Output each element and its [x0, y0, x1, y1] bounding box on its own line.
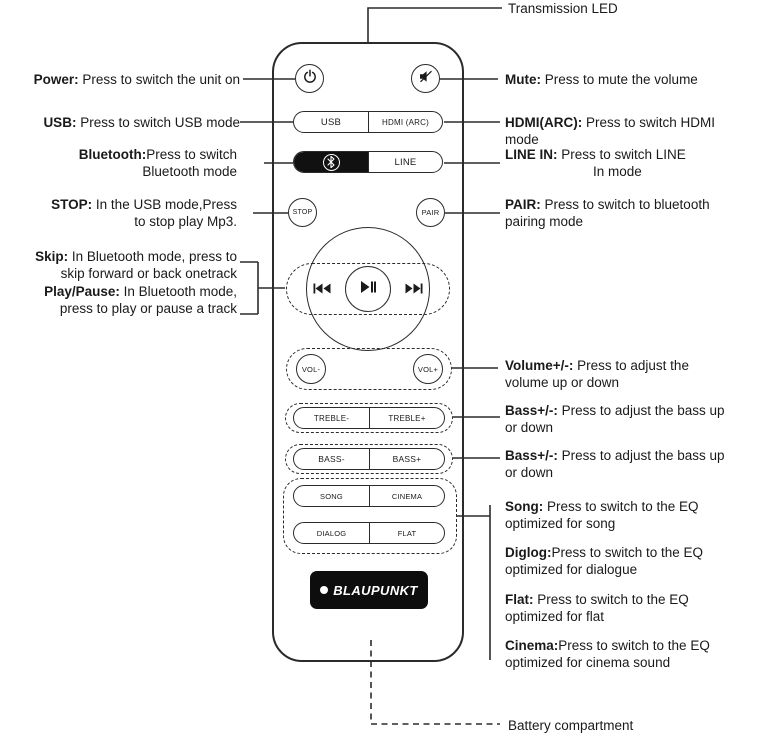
callout-usb: USB: Press to switch USB mode [43, 114, 240, 131]
callout-bass-1: Bass+/-: Press to adjust the bass up or … [505, 402, 725, 436]
volume-down-button[interactable]: VOL- [296, 354, 326, 384]
volume-up-button[interactable]: VOL+ [413, 354, 443, 384]
cinema-button[interactable]: CINEMA [369, 486, 444, 506]
callout-text: Press to switch Bluetooth mode [142, 147, 237, 179]
callout-text: In Bluetooth mode, press to skip forward… [60, 249, 237, 281]
callout-text: Press to switch to the EQ optimized for … [505, 638, 710, 670]
callout-text: Transmission LED [508, 1, 618, 16]
callout-hdmi-arc: HDMI(ARC): Press to switch HDMI mode [505, 114, 737, 148]
callout-text: Battery compartment [508, 718, 634, 733]
hdmi-arc-button[interactable]: HDMI (ARC) [368, 112, 442, 132]
callout-dialog: Diglog:Press to switch to the EQ optimiz… [505, 544, 730, 578]
skip-back-button[interactable] [312, 283, 332, 296]
callout-keyword: Bass+/-: [505, 448, 558, 463]
pair-button[interactable]: PAIR [416, 198, 445, 227]
callout-text: In Bluetooth mode, press to play or paus… [59, 284, 237, 316]
callout-text: Press to switch to the EQ optimized for … [505, 545, 704, 577]
callout-bass-2: Bass+/-: Press to adjust the bass up or … [505, 447, 725, 481]
callout-battery: Battery compartment [508, 717, 633, 734]
callout-text: Press to switch to the EQ optimized for … [505, 499, 699, 531]
remote-control: USB HDMI (ARC) LINE STOP PAIR [272, 42, 464, 662]
bluetooth-line-row: LINE [293, 151, 443, 173]
callout-bluetooth: Bluetooth:Press to switch Bluetooth mode [62, 146, 237, 180]
callout-text: Press to adjust the volume up or down [505, 358, 689, 390]
callout-text: Press to switch LINE [557, 147, 686, 162]
stop-button[interactable]: STOP [288, 198, 317, 227]
bass-row: BASS- BASS+ [293, 448, 445, 470]
usb-hdmi-row: USB HDMI (ARC) [293, 111, 443, 133]
callout-keyword: Skip: [35, 249, 69, 264]
callout-stop: STOP: In the USB mode,Press to stop play… [42, 196, 237, 230]
callout-song: Song: Press to switch to the EQ optimize… [505, 498, 730, 532]
treble-row: TREBLE- TREBLE+ [293, 407, 445, 429]
callout-text: Press to adjust the bass up or down [505, 448, 725, 480]
usb-button[interactable]: USB [320, 116, 342, 128]
callout-keyword: Power: [33, 72, 79, 87]
treble-down-button[interactable]: TREBLE- [313, 413, 350, 423]
mute-icon [418, 70, 433, 88]
callout-cinema: Cinema:Press to switch to the EQ optimiz… [505, 637, 733, 671]
callout-transmission-led: Transmission LED [508, 0, 618, 17]
callout-keyword: Play/Pause: [44, 284, 120, 299]
bass-down-button[interactable]: BASS- [318, 454, 345, 464]
nav-pad-ring [306, 227, 430, 351]
callout-keyword: Bluetooth: [78, 147, 147, 162]
callout-text: Press to switch HDMI mode [505, 115, 716, 147]
power-button[interactable] [295, 64, 324, 93]
bluetooth-button[interactable] [294, 152, 368, 172]
power-icon [303, 69, 317, 88]
callout-keyword: Song: [505, 499, 544, 514]
skip-back-icon [313, 281, 331, 299]
brand-dot-icon [320, 586, 329, 594]
play-pause-button[interactable] [345, 266, 391, 312]
dialog-button[interactable]: DIALOG [316, 528, 347, 538]
callout-keyword: Cinema: [505, 638, 559, 653]
callout-play-pause: Play/Pause: In Bluetooth mode, press to … [27, 283, 237, 317]
callout-mute: Mute: Press to mute the volume [505, 71, 698, 88]
dialog-flat-row: DIALOG FLAT [293, 522, 445, 544]
song-cinema-row: SONG CINEMA [293, 485, 445, 507]
bluetooth-icon [322, 153, 340, 171]
skip-forward-button[interactable] [404, 283, 424, 296]
callout-keyword: Diglog: [505, 545, 552, 560]
callout-flat: Flat: Press to switch to the EQ optimize… [505, 591, 730, 625]
callout-keyword: Flat: [505, 592, 534, 607]
callout-volume: Volume+/-: Press to adjust the volume up… [505, 357, 720, 391]
bass-up-button[interactable]: BASS+ [369, 449, 444, 469]
callout-text: Press to adjust the bass up or down [505, 403, 725, 435]
callout-text: Press to switch to the EQ optimized for … [505, 592, 689, 624]
callout-power: Power: Press to switch the unit on [34, 71, 240, 88]
callout-keyword: STOP: [51, 197, 93, 212]
treble-up-button[interactable]: TREBLE+ [369, 408, 444, 428]
callout-keyword: HDMI(ARC): [505, 115, 583, 130]
callout-skip: Skip: In Bluetooth mode, press to skip f… [15, 248, 237, 282]
brand-badge: BLAUPUNKT [310, 571, 428, 609]
callout-text: Press to switch to bluetooth pairing mod… [505, 197, 710, 229]
mute-button[interactable] [411, 64, 440, 93]
callout-line-in: LINE IN: Press to switch LINE In mode [505, 146, 710, 180]
callout-text-line2: In mode [593, 164, 642, 179]
callout-keyword: Bass+/-: [505, 403, 558, 418]
flat-button[interactable]: FLAT [369, 523, 444, 543]
skip-forward-icon [405, 281, 423, 299]
callout-keyword: USB: [43, 115, 77, 130]
callout-keyword: Mute: [505, 72, 541, 87]
brand-wordmark: BLAUPUNKT [333, 582, 418, 598]
line-button[interactable]: LINE [368, 152, 442, 172]
callout-text: In the USB mode,Press to stop play Mp3. [92, 197, 237, 229]
callout-keyword: PAIR: [505, 197, 541, 212]
callout-text: Press to switch the unit on [78, 72, 240, 87]
callout-pair: PAIR: Press to switch to bluetooth pairi… [505, 196, 740, 230]
song-button[interactable]: SONG [320, 491, 343, 501]
callout-text: Press to switch USB mode [76, 115, 240, 130]
callout-text: Press to mute the volume [541, 72, 698, 87]
callout-keyword: Volume+/-: [505, 358, 574, 373]
callout-keyword: LINE IN: [505, 147, 558, 162]
play-pause-icon [360, 280, 376, 299]
